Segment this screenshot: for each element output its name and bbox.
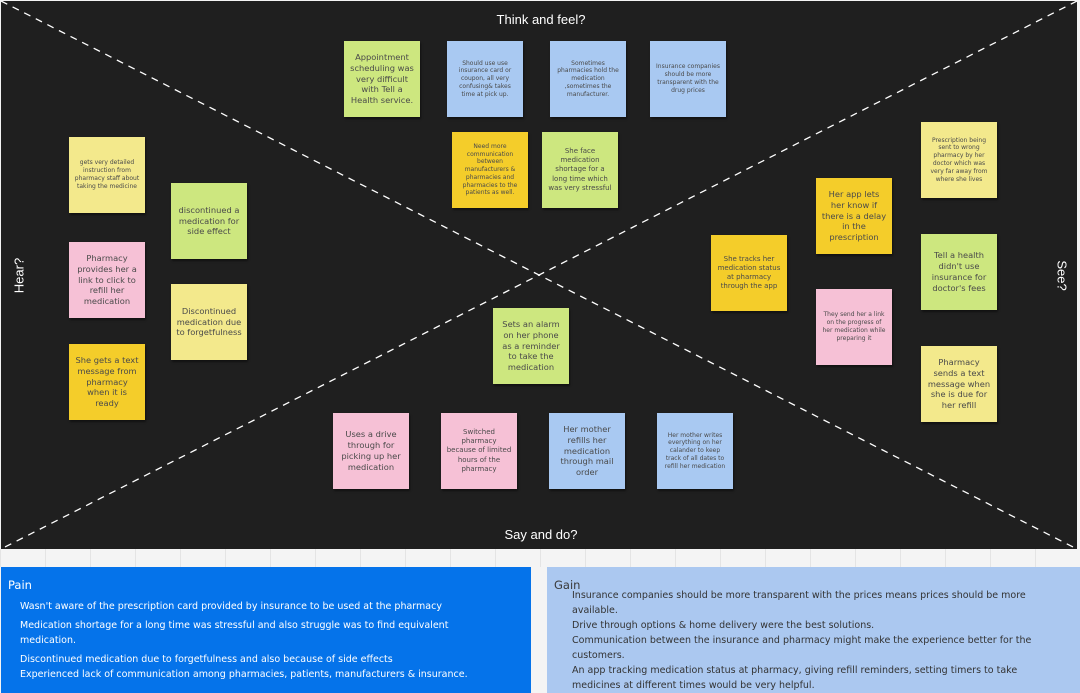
sticky-note[interactable]: gets very detailed instruction from phar… — [69, 137, 145, 213]
sticky-note[interactable]: Tell a health didn't use insurance for d… — [921, 234, 997, 310]
sticky-note[interactable]: Her app lets her know if there is a dela… — [816, 178, 892, 254]
sticky-note[interactable]: Prescription being sent to wrong pharmac… — [921, 122, 997, 198]
quadrant-think-feel-label: Think and feel? — [496, 12, 586, 27]
sticky-note[interactable]: She face medication shortage for a long … — [542, 132, 618, 208]
quadrant-say-do-label: Say and do? — [504, 527, 578, 542]
empathy-map-canvas: Think and feel? Say and do? Hear? See? A… — [1, 1, 1077, 549]
list-item: Experienced lack of communication among … — [20, 669, 468, 680]
sticky-note[interactable]: Need more communication between manufact… — [452, 132, 528, 208]
list-item: Insurance companies should be more trans… — [572, 590, 1026, 616]
list-item: Wasn't aware of the prescription card pr… — [20, 601, 442, 612]
sticky-note[interactable]: Should use use insurance card or coupon,… — [447, 41, 523, 117]
sticky-note[interactable]: They send her a link on the progress of … — [816, 289, 892, 365]
quadrant-hear-label: Hear? — [11, 257, 27, 294]
quadrant-see-label: See? — [1054, 260, 1070, 291]
sticky-note[interactable]: Sets an alarm on her phone as a reminder… — [493, 308, 569, 384]
list-item: Drive through options & home delivery we… — [572, 620, 875, 631]
sticky-note[interactable]: Insurance companies should be more trans… — [650, 41, 726, 117]
sticky-note[interactable]: Pharmacy sends a text message when she i… — [921, 346, 997, 422]
sticky-note[interactable]: Her mother refills her medication throug… — [549, 413, 625, 489]
sticky-note[interactable]: Pharmacy provides her a link to click to… — [69, 242, 145, 318]
pain-title: Pain — [8, 578, 32, 592]
board-grid-background — [0, 549, 1080, 567]
list-item: Medication shortage for a long time was … — [20, 620, 449, 646]
gain-list: Insurance companies should be more trans… — [572, 588, 1042, 693]
list-item: Communication between the insurance and … — [572, 635, 1032, 661]
pain-list: Wasn't aware of the prescription card pr… — [20, 599, 490, 686]
list-item: An app tracking medication status at pha… — [572, 665, 1018, 691]
sticky-note[interactable]: discontinued a medication for side effec… — [171, 183, 247, 259]
gain-title: Gain — [554, 578, 581, 592]
sticky-note[interactable]: Sometimes pharmacies hold the medication… — [550, 41, 626, 117]
sticky-note[interactable]: She tracks her medication status at phar… — [711, 235, 787, 311]
sticky-note[interactable]: Uses a drive through for picking up her … — [333, 413, 409, 489]
sticky-note[interactable]: Switched pharmacy because of limited hou… — [441, 413, 517, 489]
sticky-note[interactable]: She gets a text message from pharmacy wh… — [69, 344, 145, 420]
sticky-note[interactable]: Her mother writes everything on her cala… — [657, 413, 733, 489]
quadrant-dividers — [1, 1, 1077, 549]
sticky-note[interactable]: Discontinued medication due to forgetful… — [171, 284, 247, 360]
pain-panel[interactable]: Pain Wasn't aware of the prescription ca… — [1, 567, 531, 693]
list-item: Discontinued medication due to forgetful… — [20, 654, 393, 665]
sticky-note[interactable]: Appointment scheduling was very difficul… — [344, 41, 420, 117]
gain-panel[interactable]: Gain Insurance companies should be more … — [547, 567, 1080, 693]
